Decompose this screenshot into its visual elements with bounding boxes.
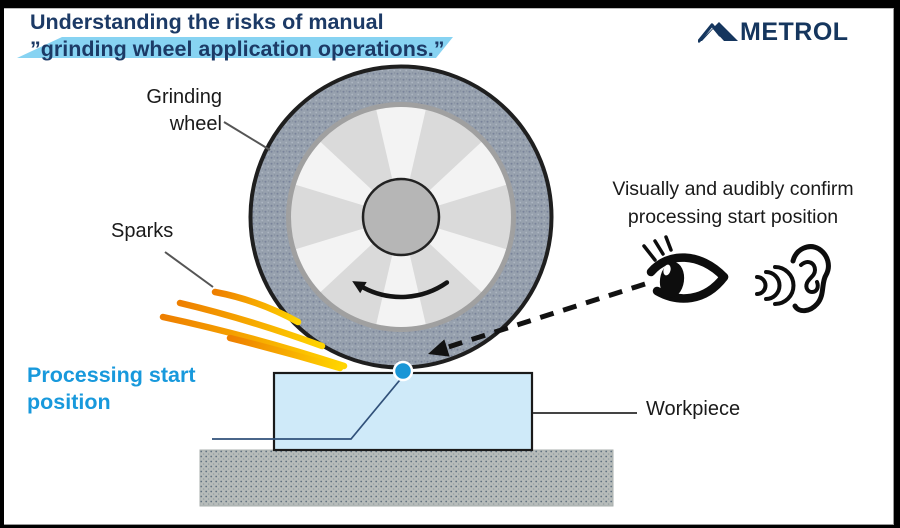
confirm-caption-line1: Visually and audibly confirm	[612, 178, 854, 200]
sparks-label: Sparks	[111, 220, 174, 242]
processing-start-label-line1: Processing start	[27, 363, 196, 387]
confirm-caption: Visually and audibly confirm processing …	[563, 176, 900, 231]
mountain-logo-icon	[698, 21, 738, 43]
metrol-logo: METROL	[698, 18, 849, 47]
processing-start-label-line2: position	[27, 390, 111, 414]
grinding-wheel-label-line2: wheel	[169, 113, 222, 135]
workpiece-label: Workpiece	[646, 398, 741, 420]
processing-start-label: Processing start position	[27, 362, 195, 416]
confirm-caption-line2: processing start position	[627, 205, 839, 228]
title-line-1: Understanding the risks of manual	[30, 10, 384, 34]
grinding-wheel-label-line1: Grinding	[146, 86, 222, 108]
logo-text: METROL	[740, 18, 849, 46]
slide-title: Understanding the risks of manual ”grind…	[30, 9, 445, 63]
grinding-wheel-label: Grinding wheel	[118, 84, 222, 138]
title-line-2: ”grinding wheel application operations.”	[30, 37, 445, 61]
